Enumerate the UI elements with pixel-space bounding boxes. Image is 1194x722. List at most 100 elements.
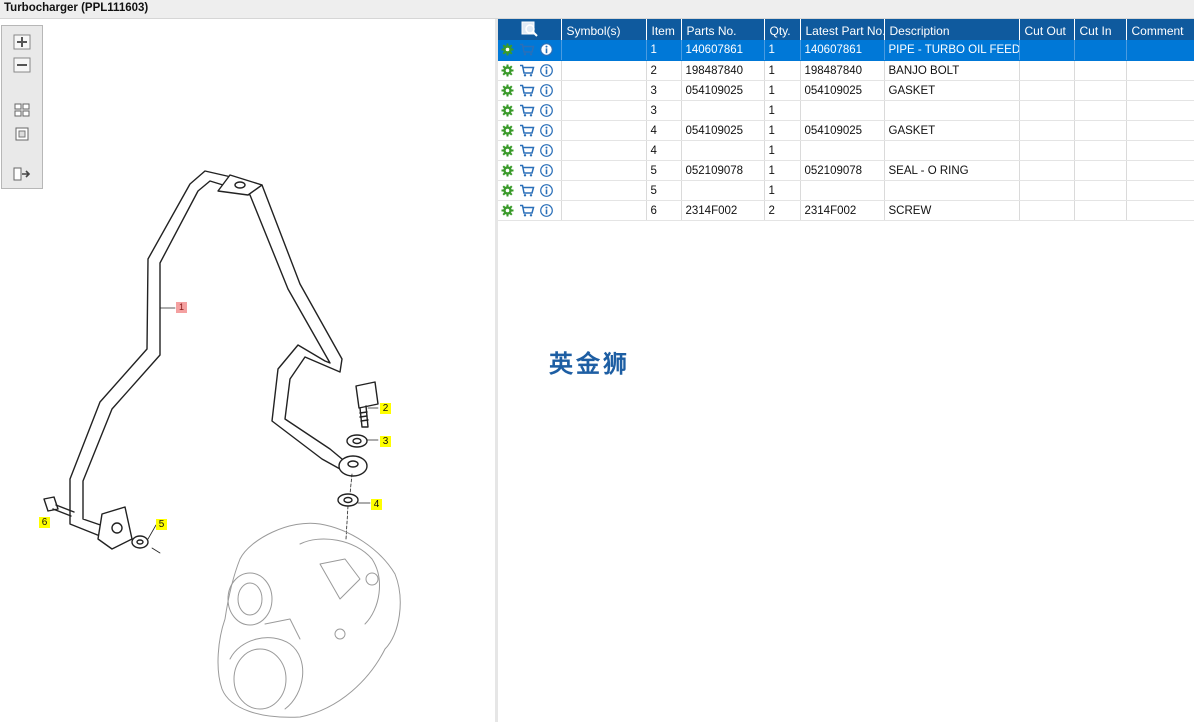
cell-parts-no [681, 140, 765, 161]
cart-icon[interactable] [519, 144, 535, 157]
zoom-in-icon[interactable] [13, 34, 31, 50]
row-actions [498, 80, 562, 101]
cell-symbols [561, 120, 647, 141]
cell-cut-in [1074, 40, 1127, 61]
cell-symbols [561, 40, 647, 61]
callout-2[interactable]: 2 [380, 403, 391, 414]
info-icon[interactable] [540, 103, 554, 117]
cell-comment [1126, 120, 1194, 141]
cell-cut-out [1019, 180, 1075, 201]
cell-cut-out [1019, 40, 1075, 61]
cell-qty: 1 [764, 40, 801, 61]
row-actions [498, 140, 562, 161]
cell-parts-no: 198487840 [681, 60, 765, 81]
zoom-out-icon[interactable] [13, 57, 31, 73]
gear-icon[interactable] [501, 204, 514, 217]
cart-icon[interactable] [519, 43, 535, 56]
cell-item: 3 [646, 100, 682, 121]
cart-icon[interactable] [519, 164, 535, 177]
column-header-comment[interactable]: Comment [1126, 19, 1194, 40]
info-icon[interactable] [540, 63, 554, 77]
cell-item: 4 [646, 120, 682, 141]
callout-3[interactable]: 3 [380, 436, 391, 447]
cell-symbols [561, 100, 647, 121]
info-icon[interactable] [540, 43, 554, 57]
row-actions [498, 40, 562, 61]
info-icon[interactable] [540, 83, 554, 97]
gear-icon[interactable] [501, 84, 514, 97]
pane-splitter[interactable] [495, 19, 498, 722]
cart-icon[interactable] [519, 204, 535, 217]
table-row[interactable]: 2 198487840 1 198487840 BANJO BOLT [498, 60, 1194, 81]
table-row[interactable]: 4 1 [498, 140, 1194, 161]
column-header-qty[interactable]: Qty. [764, 19, 801, 40]
callout-5[interactable]: 5 [156, 519, 167, 530]
column-header-cut-out[interactable]: Cut Out [1019, 19, 1075, 40]
gear-icon[interactable] [501, 124, 514, 137]
info-icon[interactable] [540, 203, 554, 217]
cell-parts-no: 052109078 [681, 160, 765, 181]
table-row[interactable]: 1 140607861 1 140607861 PIPE - TURBO OIL… [498, 40, 1194, 61]
cell-description: GASKET [884, 120, 1020, 141]
cell-item: 6 [646, 200, 682, 221]
table-row[interactable]: 3 054109025 1 054109025 GASKET [498, 80, 1194, 101]
cell-item: 5 [646, 160, 682, 181]
cell-comment [1126, 160, 1194, 181]
frame-icon[interactable] [13, 126, 31, 142]
cart-icon[interactable] [519, 104, 535, 117]
column-header-symbols[interactable]: Symbol(s) [561, 19, 647, 40]
export-arrow-icon[interactable] [13, 166, 31, 182]
cell-description: PIPE - TURBO OIL FEED [884, 40, 1020, 61]
cart-icon[interactable] [519, 84, 535, 97]
row-actions [498, 60, 562, 81]
cell-latest-part-no: 2314F002 [800, 200, 885, 221]
info-icon[interactable] [540, 143, 554, 157]
table-row[interactable]: 4 054109025 1 054109025 GASKET [498, 120, 1194, 141]
callout-4[interactable]: 4 [371, 499, 382, 510]
column-header-description[interactable]: Description [884, 19, 1020, 40]
column-header-filter[interactable] [498, 19, 562, 40]
callout-1[interactable]: 1 [176, 302, 187, 313]
cell-cut-out [1019, 120, 1075, 141]
cell-cut-out [1019, 60, 1075, 81]
gear-icon[interactable] [501, 184, 514, 197]
search-filter-icon[interactable] [521, 21, 539, 37]
cell-description [884, 180, 1020, 201]
column-header-parts-no[interactable]: Parts No. [681, 19, 765, 40]
cell-description: SEAL - O RING [884, 160, 1020, 181]
cell-comment [1126, 60, 1194, 81]
callout-6[interactable]: 6 [39, 517, 50, 528]
cart-icon[interactable] [519, 64, 535, 77]
cell-symbols [561, 200, 647, 221]
cell-item: 4 [646, 140, 682, 161]
column-header-item[interactable]: Item [646, 19, 682, 40]
info-icon[interactable] [540, 123, 554, 137]
cell-cut-out [1019, 160, 1075, 181]
gear-icon[interactable] [501, 144, 514, 157]
diagram-pane[interactable]: 1 2 3 4 5 6 [0, 19, 495, 722]
cart-icon[interactable] [519, 124, 535, 137]
gear-icon[interactable] [501, 64, 514, 77]
table-row[interactable]: 5 052109078 1 052109078 SEAL - O RING [498, 160, 1194, 181]
gear-icon[interactable] [501, 164, 514, 177]
cell-latest-part-no: 140607861 [800, 40, 885, 61]
cell-cut-in [1074, 200, 1127, 221]
row-actions [498, 180, 562, 201]
cell-cut-in [1074, 80, 1127, 101]
cell-qty: 1 [764, 100, 801, 121]
table-header-row: Symbol(s) Item Parts No. Qty. Latest Par… [498, 19, 1194, 40]
grid-view-icon[interactable] [13, 102, 31, 118]
column-header-cut-in[interactable]: Cut In [1074, 19, 1127, 40]
cell-description: SCREW [884, 200, 1020, 221]
info-icon[interactable] [540, 163, 554, 177]
gear-icon[interactable] [501, 43, 514, 56]
cell-qty: 1 [764, 160, 801, 181]
gear-icon[interactable] [501, 104, 514, 117]
info-icon[interactable] [540, 183, 554, 197]
table-row[interactable]: 6 2314F002 2 2314F002 SCREW [498, 200, 1194, 221]
table-row[interactable]: 5 1 [498, 180, 1194, 201]
cell-symbols [561, 180, 647, 201]
column-header-latest-part-no[interactable]: Latest Part No. [800, 19, 885, 40]
cart-icon[interactable] [519, 184, 535, 197]
table-row[interactable]: 3 1 [498, 100, 1194, 121]
